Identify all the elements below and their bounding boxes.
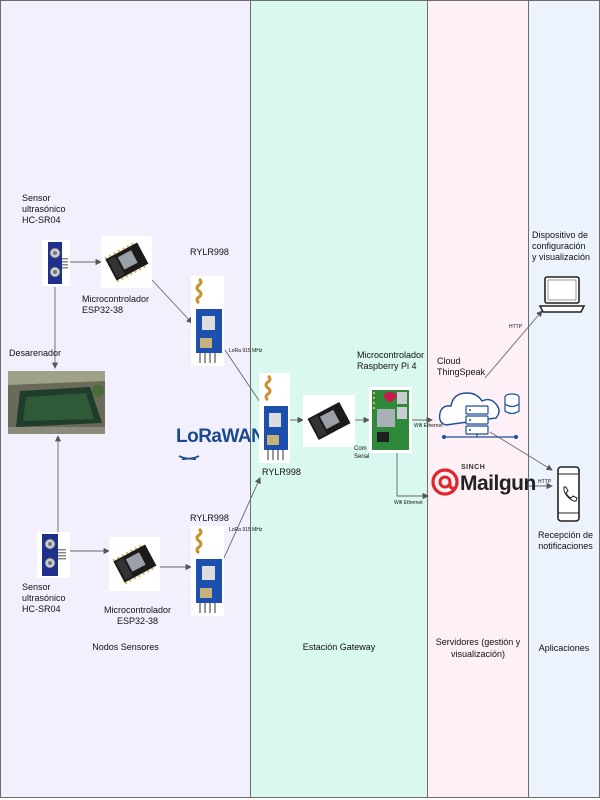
sinch-text: SINCH	[461, 464, 486, 471]
label-http-bottom: HTTP	[538, 479, 552, 485]
label-sensor-top: Sensor ultrasónico HC-SR04	[22, 193, 66, 225]
lane-title-servidores: Servidores (gestión y visualización)	[435, 637, 521, 659]
label-dispositivo: Dispositivo de configuración y visualiza…	[532, 230, 591, 262]
label-cloud: Cloud ThingSpeak	[437, 356, 486, 377]
label-com-serial: Com Serial	[354, 446, 370, 460]
ultrasonic-sensor-bottom-icon	[37, 532, 70, 578]
label-esp-bottom: Microcontrolador ESP32-38	[104, 605, 172, 626]
label-desarenador: Desarenador	[9, 348, 62, 358]
label-rylr-top: RYLR998	[190, 247, 229, 257]
label-wifi-cloud: Wifi Ethernet	[414, 423, 443, 429]
mailgun-at-icon	[431, 468, 459, 496]
edge-esp-rylr-top	[151, 279, 193, 324]
label-sensor-bottom: Sensor ultrasónico HC-SR04	[22, 582, 66, 614]
desarenador-photo	[8, 371, 105, 434]
edge-lora-bottom	[223, 477, 261, 559]
esp32-gateway-icon	[303, 395, 355, 447]
lane-title-gateway: Estación Gateway	[302, 642, 376, 652]
label-esp-top: Microcontrolador ESP32-38	[82, 294, 150, 315]
raspberry-pi-icon	[369, 387, 412, 453]
ultrasonic-sensor-top-icon	[42, 240, 70, 286]
esp32-top-icon	[101, 236, 152, 288]
cloud-server-icon	[436, 383, 526, 443]
rylr998-gateway-icon	[259, 373, 290, 463]
edge-raspberry-mailgun	[396, 453, 429, 500]
edge-cloud-dispositivo	[484, 310, 543, 379]
label-wifi-mailgun: Wifi Ethernet	[394, 500, 423, 506]
edge-cloud-recepcion	[489, 431, 553, 471]
rylr998-bottom-icon	[191, 526, 224, 616]
smartphone-icon	[556, 465, 581, 523]
label-lora-bottom: LoRa 915 MHz	[229, 527, 263, 533]
label-raspberry: Microcontrolador Raspberry Pi 4	[357, 350, 425, 371]
label-http-top: HTTP	[509, 324, 523, 330]
mailgun-logo: SINCH Mailgun	[428, 462, 536, 504]
lorawan-logo: LoRaWAN	[176, 426, 265, 460]
label-rylr-bottom: RYLR998	[190, 513, 229, 523]
label-recepcion: Recepción de notificaciones	[538, 530, 594, 551]
lane-title-sensores: Nodos Sensores	[92, 642, 159, 652]
laptop-icon	[538, 274, 586, 316]
esp32-bottom-icon	[109, 537, 160, 591]
rylr998-top-icon	[191, 276, 224, 366]
lane-title-aplicaciones: Aplicaciones	[538, 643, 590, 653]
label-rylr-gateway: RYLR998	[262, 467, 301, 477]
edge-lora-top	[224, 349, 265, 409]
lorawan-logo-text: LoRaWAN	[176, 426, 265, 447]
label-lora-top: LoRa 915 MHz	[229, 348, 263, 354]
mailgun-text: Mailgun	[460, 472, 536, 495]
